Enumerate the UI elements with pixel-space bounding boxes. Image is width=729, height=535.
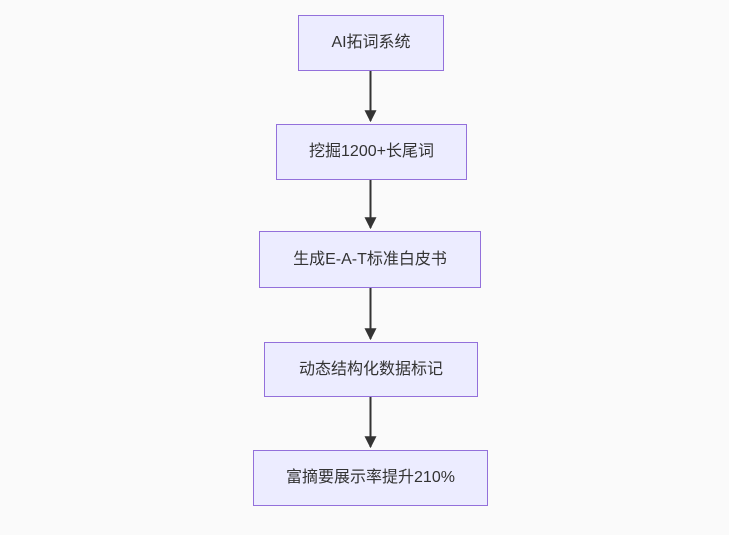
node-label: AI拓词系统 bbox=[331, 34, 411, 52]
node-label: 富摘要展示率提升210% bbox=[286, 469, 455, 487]
node-longtail-mining: 挖掘1200+长尾词 bbox=[276, 124, 467, 180]
node-label: 动态结构化数据标记 bbox=[298, 360, 443, 378]
node-label: 挖掘1200+长尾词 bbox=[309, 143, 434, 161]
node-ai-keyword-system: AI拓词系统 bbox=[298, 15, 444, 71]
node-structured-data-markup: 动态结构化数据标记 bbox=[264, 342, 478, 397]
node-eat-whitepaper: 生成E-A-T标准白皮书 bbox=[259, 231, 481, 288]
node-label: 生成E-A-T标准白皮书 bbox=[293, 250, 447, 268]
node-rich-snippet-uplift: 富摘要展示率提升210% bbox=[253, 450, 488, 506]
